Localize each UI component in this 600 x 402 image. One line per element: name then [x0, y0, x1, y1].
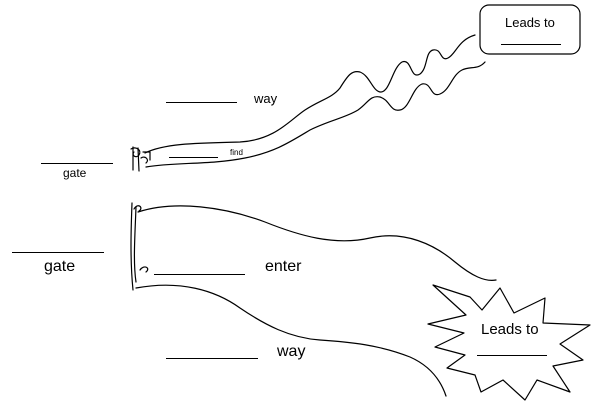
narrow-path-upper-edge — [144, 34, 476, 154]
wide-gate-label: gate — [44, 258, 76, 275]
wide-destination-blank[interactable] — [477, 355, 547, 356]
narrow-destination-blank[interactable] — [501, 44, 561, 45]
wide-destination-label: Leads to — [481, 321, 539, 338]
wide-path-upper-edge — [137, 205, 497, 281]
narrow-gate-label: gate — [63, 166, 87, 180]
narrow-find-label: find — [230, 148, 243, 157]
wide-enter-blank[interactable] — [154, 274, 245, 275]
wide-destination-starburst — [427, 284, 591, 401]
wide-way-label: way — [277, 343, 306, 360]
narrow-destination-label: Leads to — [505, 15, 555, 30]
wide-enter-label: enter — [265, 258, 302, 275]
narrow-way-blank[interactable] — [166, 102, 237, 103]
wide-gate-blank[interactable] — [12, 252, 104, 253]
wide-path-lower-edge — [135, 284, 447, 397]
wide-way-blank[interactable] — [166, 358, 258, 359]
narrow-way-label: way — [254, 91, 278, 106]
narrow-find-blank[interactable] — [169, 157, 218, 158]
narrow-gate-blank[interactable] — [41, 163, 113, 164]
wide-gate-posts — [130, 202, 149, 291]
narrow-destination-box — [479, 4, 581, 55]
narrow-gate-posts — [130, 146, 151, 172]
narrow-path-lower-edge — [145, 61, 486, 168]
